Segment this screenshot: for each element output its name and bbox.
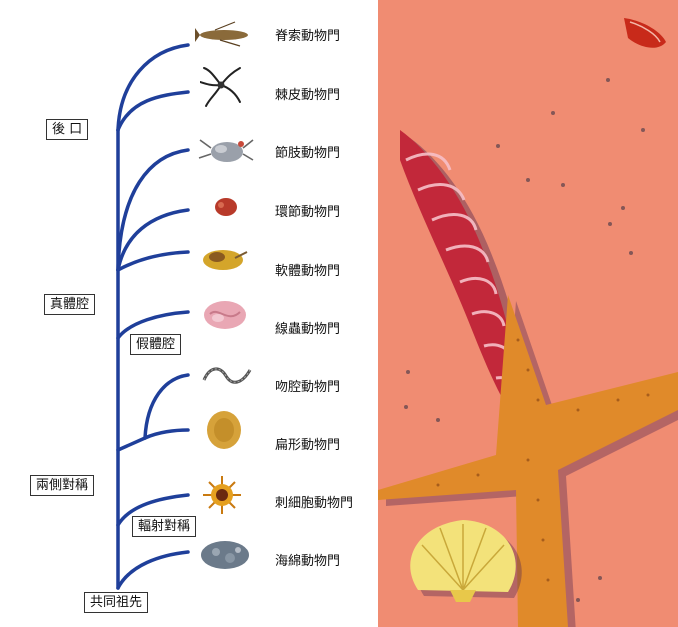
branch-porifera [118,552,188,588]
phylum-label-nematoda: 線蟲動物門 [275,318,340,337]
snail-icon [197,244,249,274]
phylum-label-echinodermata: 棘皮動物門 [275,84,340,103]
phylum-label-arthropoda: 節肢動物門 [275,142,340,161]
sponge-icon [198,538,252,572]
label-pseudocoelomate: 假體腔 [130,334,181,355]
phylum-label-mollusca: 軟體動物門 [275,260,340,279]
fish-icon [195,18,253,48]
phylum-label-porifera: 海綿動物門 [275,550,340,569]
branch-mollusca [118,252,188,270]
brittle-star-icon [200,62,242,108]
branch-echinodermata [118,92,188,130]
branch-platyhelminthes [145,430,188,438]
label-radial: 輻射對稱 [132,516,196,537]
label-common-ancestor: 共同祖先 [84,592,148,613]
branch-annelida [118,210,188,270]
phylum-label-rhynchocoela: 吻腔動物門 [275,376,340,395]
phylum-label-cnidaria: 刺細胞動物門 [275,492,353,511]
label-coelomate: 真體腔 [44,294,95,315]
phylum-label-chordata: 脊索動物門 [275,25,340,44]
nematode-icon [200,296,250,334]
flatworm-icon [204,408,244,452]
phylum-label-platyhelminthes: 扁形動物門 [275,434,340,453]
phylum-label-annelida: 環節動物門 [275,201,340,220]
branch-flatworm-node [118,438,145,450]
jellyfish-icon [202,474,242,516]
marine-illustration [378,0,678,627]
worm-icon [208,193,244,221]
ribbon-worm-icon [200,362,256,388]
branch-chordata [118,45,188,130]
phylogenetic-tree: 後 口 真體腔 假體腔 兩側對稱 輻射對稱 共同祖先 [0,0,378,627]
illustration-canvas [378,0,678,627]
crab-icon [197,132,255,170]
label-deuterostome: 後 口 [46,119,88,140]
label-bilateral: 兩側對稱 [30,475,94,496]
